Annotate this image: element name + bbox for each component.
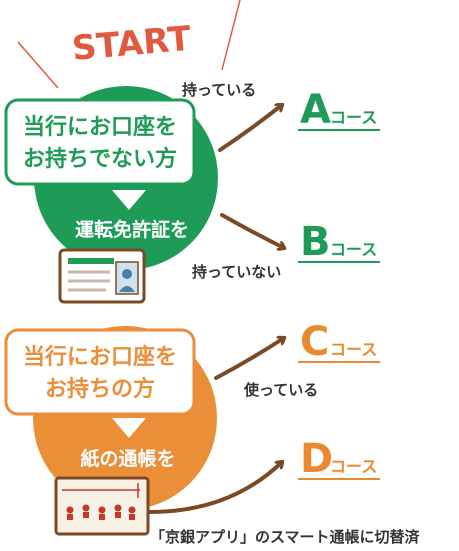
drivers-license-icon <box>58 248 146 304</box>
arrow-to-course-b <box>220 213 284 248</box>
question-no-account-line2: お持ちでない方 <box>23 146 177 172</box>
course-b-suffix: コース <box>330 240 377 259</box>
branch-uses-passbook: 使っている <box>243 381 318 399</box>
course-c-letter: C <box>300 319 329 365</box>
course-b-letter: B <box>300 219 331 265</box>
switch-to-app-note: 「京銀アプリ」のスマート通帳に切替済 <box>150 528 421 546</box>
arrow-to-course-c <box>214 338 284 380</box>
down-triangle-icon <box>112 190 146 210</box>
arrow-to-course-a <box>218 105 282 152</box>
paper-passbook-icon <box>54 476 150 536</box>
course-d-suffix: コース <box>330 457 377 476</box>
course-a-letter: A <box>300 87 331 133</box>
start-accent-line-right <box>221 0 241 71</box>
course-c-suffix: コース <box>330 340 377 359</box>
course-d-letter: D <box>300 436 333 482</box>
down-triangle-icon <box>112 418 146 438</box>
question-has-account-line1: 当行にお口座を <box>23 344 177 370</box>
arrow-to-course-d <box>148 462 282 514</box>
subject-drivers-license: 運転免許証を <box>75 218 189 241</box>
start-label: START <box>70 19 193 69</box>
branch-has-license: 持っている <box>182 81 256 99</box>
start-accent-line-left <box>17 41 59 89</box>
course-a-suffix: コース <box>330 108 377 127</box>
question-no-account-line1: 当行にお口座を <box>23 114 177 140</box>
subject-paper-passbook: 紙の通帳を <box>80 447 175 470</box>
question-box-no-account <box>4 98 196 186</box>
question-has-account-line2: お持ちの方 <box>45 376 155 402</box>
branch-no-license: 持っていない <box>192 263 281 281</box>
question-box-has-account <box>4 328 196 416</box>
